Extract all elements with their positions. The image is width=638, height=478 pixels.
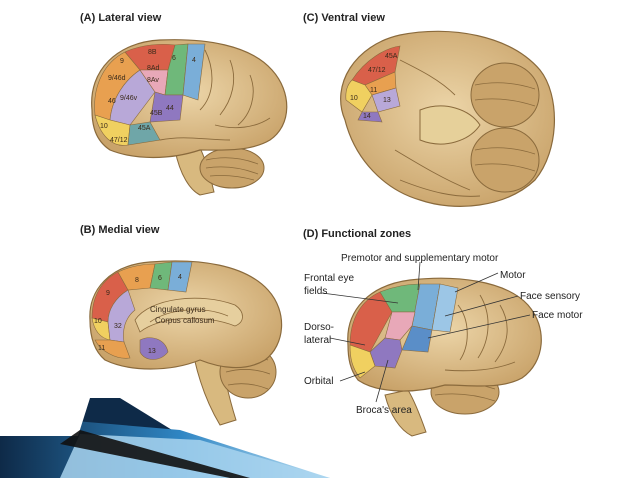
slide-decoration [0, 398, 330, 478]
ventral-area-10: 10 [350, 95, 358, 102]
ventral-area-45a: 45A [385, 53, 398, 60]
lateral-area-4: 4 [192, 57, 196, 64]
lateral-area-9-46d: 9/46d [108, 75, 126, 82]
ventral-area-11: 11 [370, 87, 377, 94]
medial-area-4: 4 [178, 274, 182, 281]
lateral-area-47-12: 47/12 [110, 137, 128, 144]
dorso-label: Dorso- [304, 322, 334, 333]
ventral-area-14: 14 [363, 113, 371, 120]
cingulate-gyrus-label: Cingulate gyrus [150, 305, 206, 314]
ventral-brain: 45A 47/12 11 10 13 14 [340, 30, 555, 207]
corpus-callosum-label: Corpus callosum [155, 316, 215, 325]
medial-view-title: (B) Medial view [80, 224, 160, 236]
orbital-label: Orbital [304, 376, 333, 387]
brocas-area-label: Broca's area [356, 405, 412, 416]
medial-area-6: 6 [158, 275, 162, 282]
lateral-area-9: 9 [120, 58, 124, 65]
medial-area-13: 13 [148, 348, 156, 355]
callout-lines [321, 261, 531, 403]
lateral-area-9-46v: 9/46v [120, 95, 138, 102]
lateral-area-46: 46 [108, 98, 116, 105]
lateral-area-8av: 8Av [147, 77, 159, 84]
lateral-brain: 9 8B 6 4 9/46d 8Ad 8Av 9/46v 46 44 45B 4… [91, 39, 288, 196]
medial-area-8: 8 [135, 277, 139, 284]
functional-brain: Premotor and supplementary motor Motor F… [304, 253, 583, 437]
ventral-area-13: 13 [383, 97, 391, 104]
fields-label: fields [304, 286, 327, 297]
lateral-area-8b: 8B [148, 49, 157, 56]
frontal-eye-label: Frontal eye [304, 273, 354, 284]
medial-area-9: 9 [106, 290, 110, 297]
premotor-label: Premotor and supplementary motor [341, 253, 499, 264]
functional-zones-title: (D) Functional zones [303, 228, 412, 240]
lateral-area-44: 44 [166, 105, 174, 112]
face-sensory-label: Face sensory [520, 291, 580, 302]
medial-area-32: 32 [114, 323, 122, 330]
medial-area-11: 11 [98, 345, 105, 352]
ventral-area-47-12: 47/12 [368, 67, 386, 74]
medial-area-10: 10 [94, 318, 102, 325]
ventral-view-title: (C) Ventral view [303, 12, 385, 24]
motor-label: Motor [500, 270, 526, 281]
lateral-area-45a: 45A [138, 125, 151, 132]
lateral-view-title: (A) Lateral view [80, 12, 162, 24]
lateral-area-45b: 45B [150, 110, 163, 117]
medial-brain: 9 8 6 4 10 32 11 13 Cingulate gyrus Corp… [89, 260, 283, 426]
lateral-area-6: 6 [172, 55, 176, 62]
face-motor-label: Face motor [532, 310, 583, 321]
lateral-area-8ad: 8Ad [147, 65, 160, 72]
lateral-label: lateral [304, 335, 331, 346]
lateral-area-10: 10 [100, 123, 108, 130]
